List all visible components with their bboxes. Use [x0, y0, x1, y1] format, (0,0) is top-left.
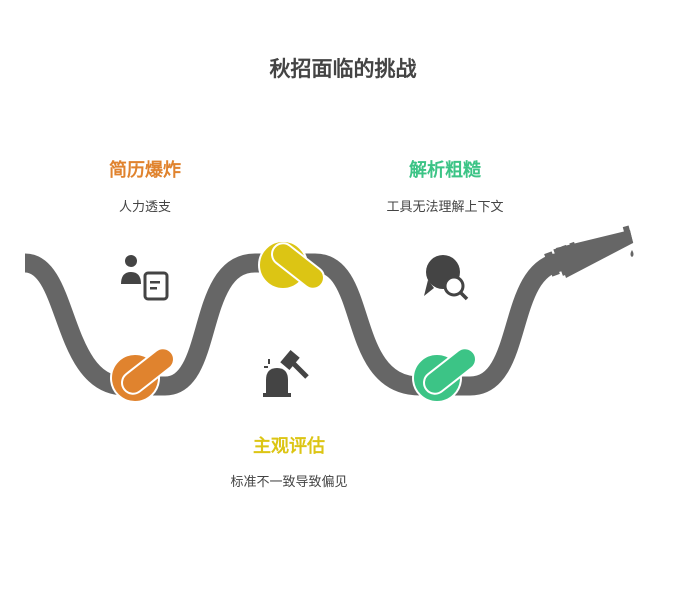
- challenge-heading-1: 简历爆炸: [109, 160, 181, 181]
- chat-search-icon: [424, 255, 469, 301]
- challenge-desc-3: 工具无法理解上下文: [386, 200, 504, 215]
- knot-yellow: [258, 240, 325, 290]
- challenge-desc-1: 人力透支: [118, 200, 172, 215]
- challenge-heading-2: 主观评估: [253, 436, 325, 457]
- nozzle: [544, 225, 634, 278]
- challenge-desc-2: 标准不一致导致偏见: [230, 475, 348, 490]
- challenge-heading-3: 解析粗糙: [409, 160, 481, 181]
- judge-gavel-icon: [263, 350, 309, 397]
- resume-person-icon: [121, 255, 169, 301]
- page-title: 秋招面临的挑战: [269, 57, 417, 81]
- water-drop-icon: [630, 250, 634, 257]
- knot-orange: [110, 347, 175, 403]
- knot-green: [412, 347, 477, 403]
